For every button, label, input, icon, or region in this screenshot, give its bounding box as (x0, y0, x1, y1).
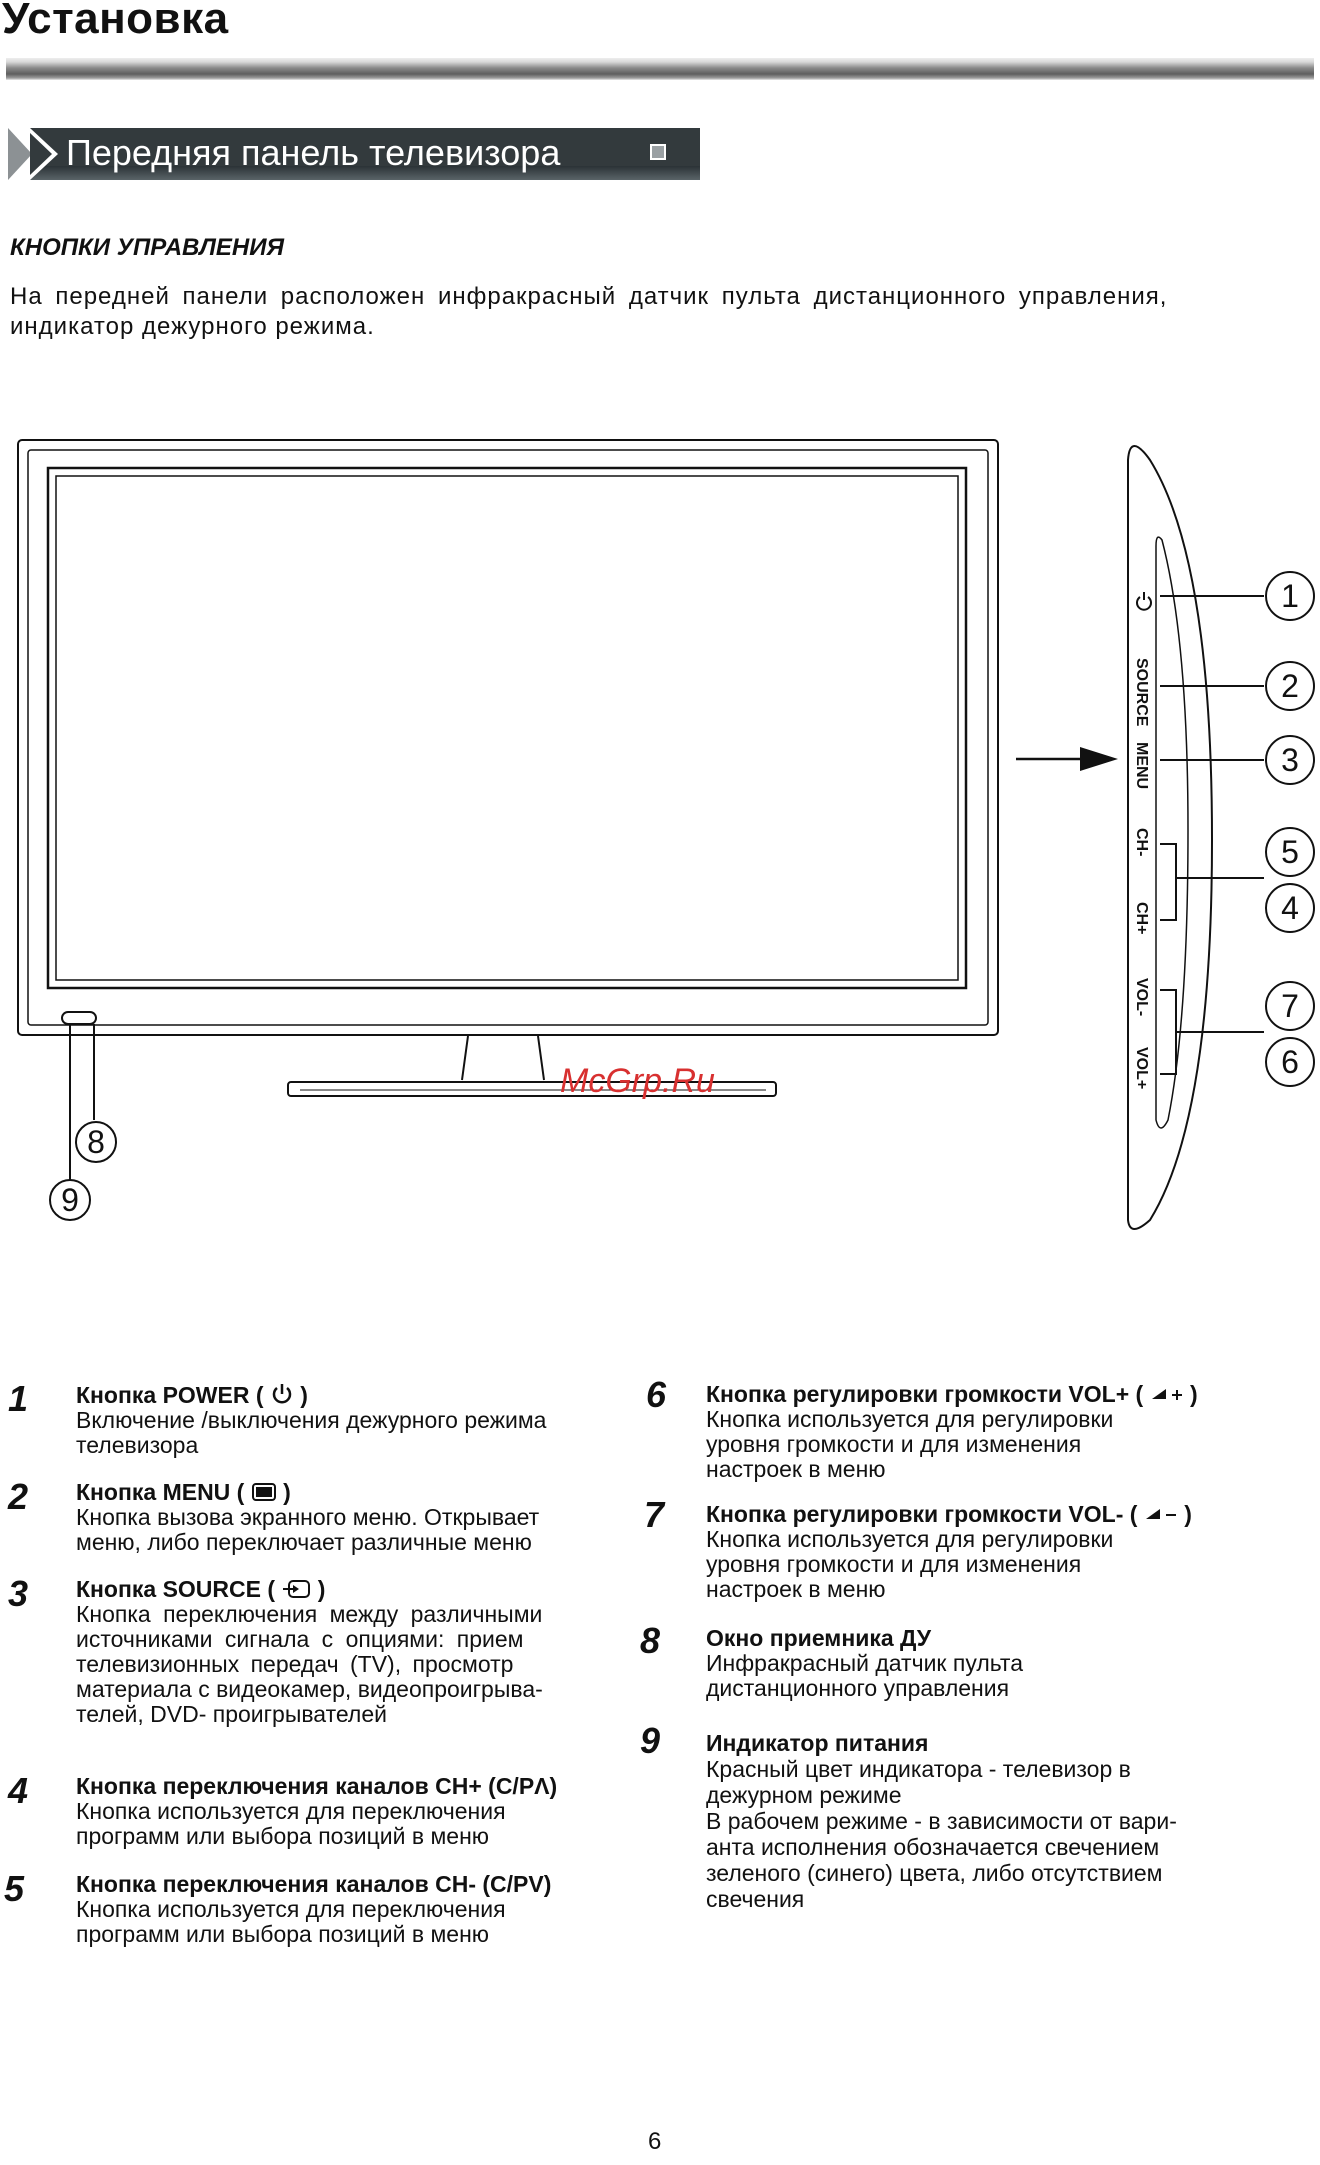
subheading: КНОПКИ УПРАВЛЕНИЯ (10, 234, 284, 261)
item-line: телей, DVD- проигрывателей (76, 1701, 387, 1727)
item-line: Инфракрасный датчик пульта (706, 1650, 1024, 1676)
panel-label-vol-minus: VOL- (1133, 978, 1150, 1016)
item-line: настроек в меню (706, 1576, 886, 1602)
item-line: анта исполнения обозначается свечением (706, 1834, 1160, 1860)
menu-icon (251, 1483, 276, 1501)
power-icon (1136, 596, 1152, 611)
item-line: уровня громкости и для изменения (706, 1551, 1082, 1577)
callout-label-9: 9 (61, 1182, 79, 1218)
item-line: источниками сигнала с опциями: прием (76, 1626, 524, 1652)
tv-frame (17, 439, 999, 1036)
item-number: 1 (8, 1378, 29, 1419)
intro-line: На передней панели расположен инфракрасн… (10, 283, 1168, 310)
item-number: 7 (644, 1494, 665, 1535)
item-line: Кнопка используется для переключения (76, 1798, 506, 1824)
callout-label-3: 3 (1281, 742, 1299, 778)
title-rule (6, 58, 1314, 80)
item-line: Кнопка используется для регулировки (706, 1406, 1114, 1432)
item-line: Кнопка вызова экранного меню. Открывает (76, 1504, 540, 1530)
panel-label-menu: MENU (1133, 742, 1150, 789)
item-line: В рабочем режиме - в зависимости от вари… (706, 1808, 1177, 1834)
power-icon (272, 1384, 292, 1404)
callout-5 (1265, 827, 1315, 877)
item-number: 5 (4, 1868, 25, 1909)
tv-stand (287, 1081, 777, 1097)
item-line: настроек в меню (706, 1456, 886, 1482)
callout-2 (1265, 661, 1315, 711)
item-title-end: ) (293, 1382, 308, 1408)
callout-label-7: 7 (1281, 988, 1299, 1024)
callout-1 (1265, 571, 1315, 621)
section-banner: Передняя панель телевизора (8, 128, 700, 180)
item-line: Красный цвет индикатора - телевизор в (706, 1756, 1131, 1782)
item-line: уровня громкости и для изменения (706, 1431, 1082, 1457)
item-title: Кнопка переключения каналов CH- (C/PV) (76, 1871, 552, 1897)
item-line: свечения (706, 1886, 805, 1912)
item-title-end: ) (311, 1576, 326, 1602)
item-line: Кнопка переключения между различными (76, 1601, 543, 1627)
item-title: Кнопка POWER ( (76, 1382, 270, 1408)
item-line: зеленого (синего) цвета, либо отсутствие… (706, 1860, 1163, 1886)
section-title: Передняя панель телевизора (66, 132, 561, 173)
intro-text: На передней панели расположен инфракрасн… (10, 282, 1210, 342)
callout-8 (75, 1121, 117, 1163)
callout-label-6: 6 (1281, 1044, 1299, 1080)
panel-label-source: SOURCE (1133, 658, 1150, 727)
item-line: дежурном режиме (706, 1782, 902, 1808)
item-number: 6 (646, 1374, 667, 1415)
item-title: Кнопка регулировки громкости VOL+ ( (706, 1381, 1150, 1407)
chevron-right-icon (8, 128, 32, 180)
item-line: программ или выбора позиций в меню (76, 1921, 490, 1947)
panel-label-ch-plus: CH+ (1133, 902, 1150, 934)
item-line: Кнопка используется для регулировки (706, 1526, 1114, 1552)
item-title: Индикатор питания (706, 1730, 929, 1756)
panel-label-ch-minus: CH- (1133, 828, 1150, 856)
intro-line: индикатор дежурного режима. (10, 313, 375, 340)
callout-4 (1265, 883, 1315, 933)
side-panel (1127, 445, 1214, 1230)
item-number: 3 (8, 1573, 29, 1614)
volume-down-icon (1145, 1509, 1176, 1519)
item-number: 2 (8, 1476, 29, 1517)
item-title: Окно приемника ДУ (706, 1625, 932, 1651)
item-line: материала с видеокамер, видеопроигрыва- (76, 1676, 543, 1702)
callout-6 (1265, 1037, 1315, 1087)
tv-screen (46, 466, 968, 990)
item-title: Кнопка переключения каналов CH+ (C/PΛ) (76, 1773, 558, 1799)
item-line: программ или выбора позиций в меню (76, 1823, 490, 1849)
arrow-right-icon (1080, 747, 1118, 771)
item-line: телевизионных передач (TV), просмотр (76, 1651, 514, 1677)
source-icon (283, 1580, 311, 1598)
callout-label-1: 1 (1281, 578, 1299, 614)
item-title-end: ) (1177, 1501, 1192, 1527)
tv-diagram: SOURCE MENU CH- CH+ VOL- VOL+ 1 2 3 5 4 … (17, 439, 1315, 1230)
callout-label-4: 4 (1281, 890, 1299, 926)
page-number: 6 (648, 2128, 662, 2155)
callout-label-8: 8 (87, 1124, 105, 1160)
item-line: Кнопка используется для переключения (76, 1896, 506, 1922)
item-number: 4 (8, 1770, 29, 1811)
item-line: телевизора (76, 1432, 199, 1458)
callout-3 (1265, 735, 1315, 785)
item-title: Кнопка MENU ( (76, 1479, 251, 1505)
ir-window (61, 1011, 97, 1025)
item-number: 9 (640, 1720, 661, 1761)
callout-label-2: 2 (1281, 668, 1299, 704)
watermark: McGrp.Ru (560, 1062, 715, 1100)
item-title: Кнопка SOURCE ( (76, 1576, 282, 1602)
item-line: меню, либо переключает различные меню (76, 1529, 532, 1555)
callout-9 (49, 1179, 91, 1221)
item-line: дистанционного управления (706, 1675, 1010, 1701)
volume-up-icon (1151, 1389, 1182, 1400)
callout-label-5: 5 (1281, 834, 1299, 870)
item-number: 8 (640, 1620, 661, 1661)
item-line: Включение /выключения дежурного режима (76, 1407, 547, 1433)
callout-7 (1265, 981, 1315, 1031)
item-title: Кнопка регулировки громкости VOL- ( (706, 1501, 1144, 1527)
page-title: Установка (2, 0, 229, 43)
panel-label-vol-plus: VOL+ (1133, 1047, 1150, 1089)
item-title-end: ) (1183, 1381, 1198, 1407)
item-title-end: ) (276, 1479, 291, 1505)
square-icon (650, 144, 666, 160)
